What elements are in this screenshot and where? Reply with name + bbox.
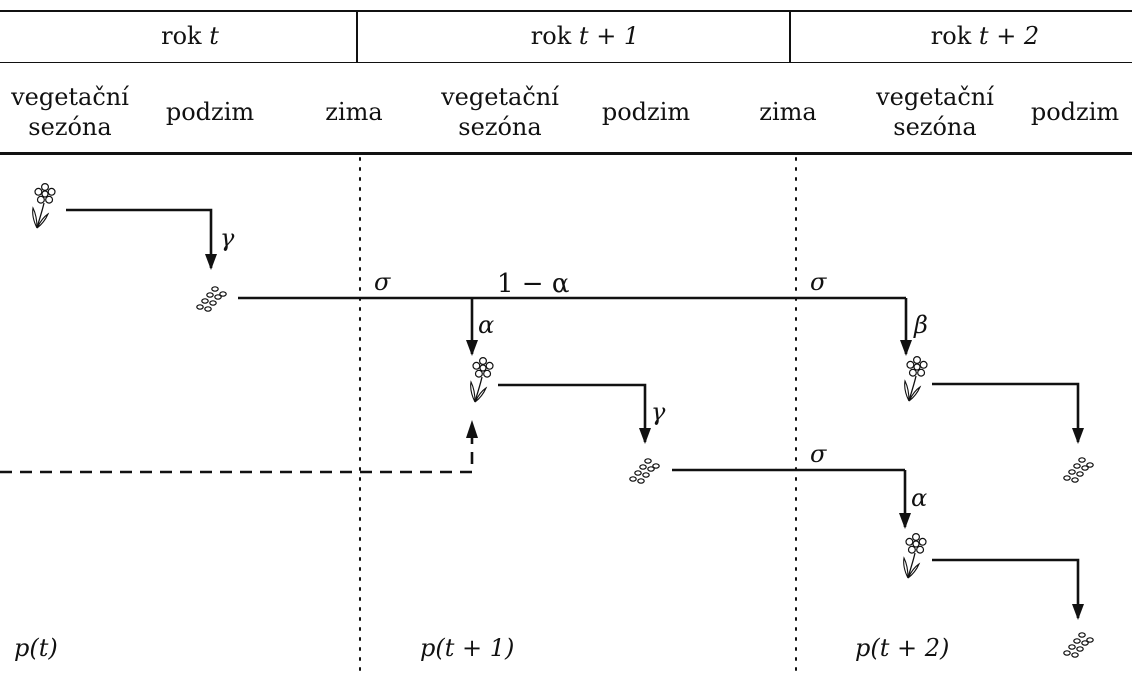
label-gamma-1: γ [220,224,235,252]
arrowhead-year-t2-upper [1072,428,1084,444]
year-separator-2 [789,12,791,62]
season-autumn-year-t2: podzim [1030,98,1120,126]
label-gamma-2: γ [651,398,666,426]
arrowhead-alpha-2 [899,513,911,529]
flower-icon [902,532,927,579]
seeds-icon [1063,632,1094,658]
population-p-t2: p(t + 2) [855,634,949,662]
flow-flower-to-seeds-year-t2-upper [932,382,1080,442]
flow-flower-to-seeds-year-t1 [498,383,647,442]
population-p-t1: p(t + 1) [420,634,514,662]
arrowhead-alpha-1 [466,340,478,356]
flower-icon [469,356,494,403]
season-winter-2: zima [759,98,817,126]
flow-flower-to-seeds-year-t [66,208,213,268]
year-header-t: rok t [161,22,219,50]
season-autumn-year-t1: podzim [601,98,691,126]
flower-icon [903,355,928,402]
label-sigma-1: σ [374,268,391,296]
season-autumn-year-t: podzim [165,98,255,126]
label-beta: β [913,311,928,339]
flow-flower-to-seeds-year-t2-lower [932,558,1080,618]
label-alpha-2: α [911,484,927,512]
seeds-icon [629,458,660,484]
arrowhead-gamma-2 [639,428,651,444]
label-sigma-2: σ [810,268,827,296]
flow-dashed-incoming [0,432,474,474]
arrowhead-dashed-up [466,420,478,438]
label-alpha-1: α [478,311,494,339]
header-middle-rule [0,62,1132,63]
header-bottom-rule [0,152,1132,155]
seeds-icon [196,286,227,312]
year-header-t-plus-2: rok t + 2 [930,22,1040,50]
seeds-icon [1063,457,1094,483]
population-p-t: p(t) [14,634,58,662]
year-header-t-plus-1: rok t + 1 [530,22,640,50]
year-separator-1 [356,12,358,62]
arrowhead-beta [900,340,912,356]
arrowhead-year-t2-lower [1072,604,1084,620]
top-rule [0,10,1132,12]
arrowhead-gamma-1 [205,254,217,270]
label-sigma-3: σ [810,440,827,468]
season-winter-1: zima [325,98,383,126]
label-one-minus-alpha: 1 − α [497,269,569,299]
flower-icon [31,182,56,229]
